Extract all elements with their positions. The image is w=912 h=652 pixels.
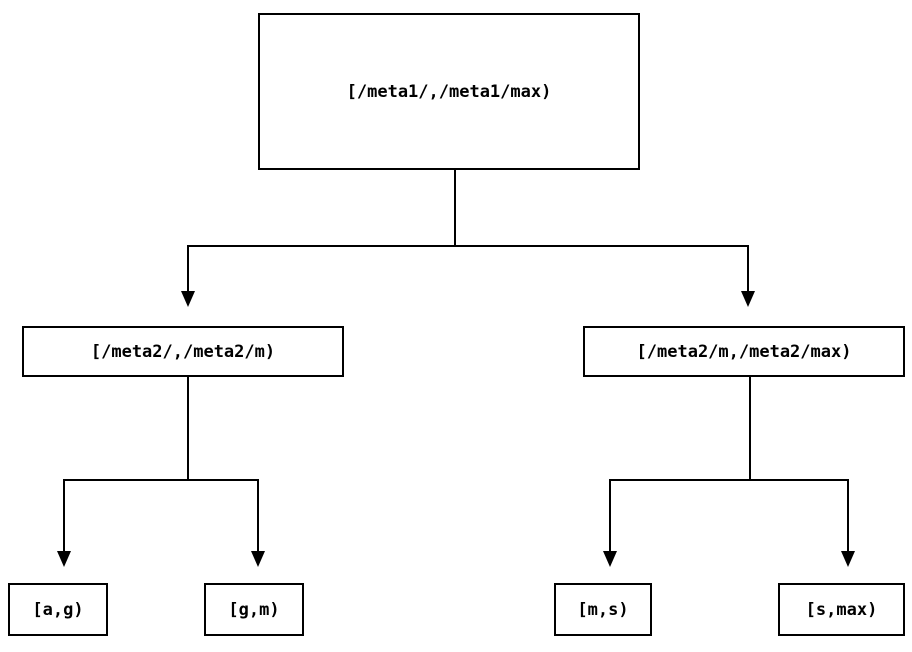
node-meta2-high-range: [/meta2/m,/meta2/max) — [583, 326, 905, 377]
node-leaf-ms-range: [m,s) — [554, 583, 652, 636]
node-leaf-ag-range: [a,g) — [8, 583, 108, 636]
arrow-down-icon — [841, 551, 855, 567]
node-meta2-low-range: [/meta2/,/meta2/m) — [22, 326, 344, 377]
node-leaf-gm-range: [g,m) — [204, 583, 304, 636]
arrow-down-icon — [251, 551, 265, 567]
node-leaf-smax-range: [s,max) — [778, 583, 905, 636]
arrow-down-icon — [741, 291, 755, 307]
node-root-range: [/meta1/,/meta1/max) — [258, 13, 640, 170]
arrow-down-icon — [181, 291, 195, 307]
arrow-down-icon — [57, 551, 71, 567]
arrow-down-icon — [603, 551, 617, 567]
